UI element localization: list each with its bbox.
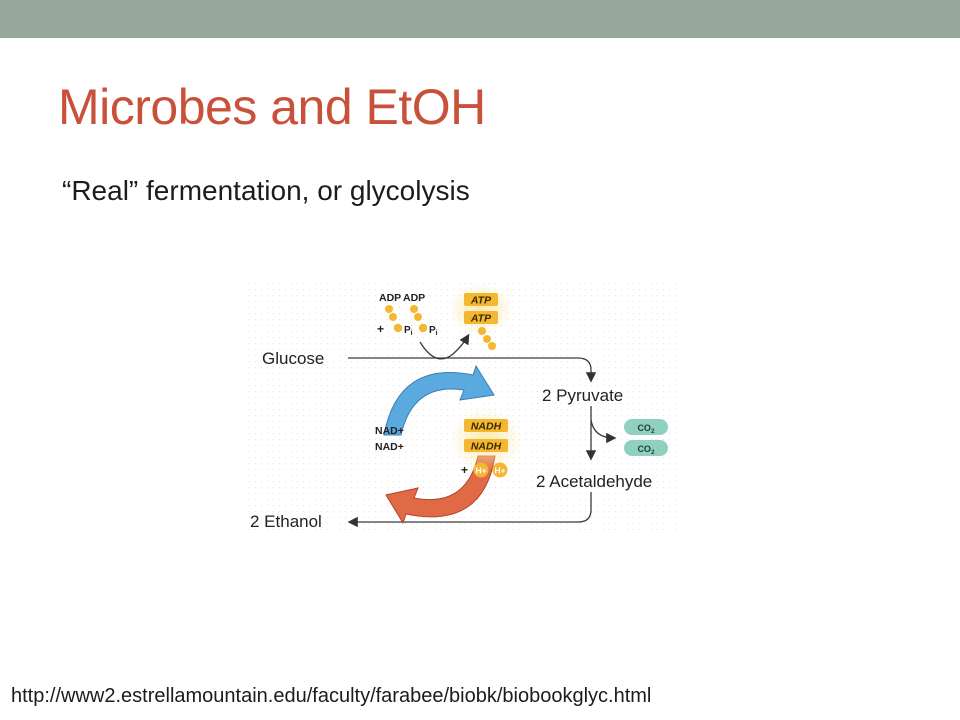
source-url[interactable]: http://www2.estrellamountain.edu/faculty… (11, 685, 652, 707)
nad-label-1: NAD+ (375, 425, 404, 437)
adp-phosphate-dots (385, 305, 428, 333)
plus-sign-pi: + (377, 322, 384, 336)
atp-label-2: ATP (470, 313, 492, 325)
co2-badges (624, 419, 668, 456)
atp-label-1: ATP (470, 295, 492, 307)
nadh-badges (464, 419, 508, 452)
atp-badges (464, 293, 498, 324)
pi-label-2: Pi (429, 325, 438, 337)
plus-sign-h: + (461, 463, 468, 477)
atp-phosphate-dots (478, 327, 496, 350)
glucose-label: Glucose (262, 349, 324, 368)
pi-label-1: Pi (404, 325, 413, 337)
top-accent-bar (0, 0, 960, 38)
adp-label-1: ADP (379, 292, 401, 304)
nad-label-2: NAD+ (375, 441, 404, 453)
proton-circles (473, 462, 508, 478)
co2-label-1: CO2 (637, 423, 655, 435)
slide-title: Microbes and EtOH (58, 79, 486, 135)
fermentation-diagram: Glucose 2 Pyruvate 2 Acetaldehyde 2 Etha… (248, 282, 680, 534)
acetaldehyde-label: 2 Acetaldehyde (536, 472, 652, 491)
pyruvate-label: 2 Pyruvate (542, 386, 623, 405)
proton-label-2: H+ (494, 466, 505, 476)
proton-label-1: H+ (475, 466, 486, 476)
orange-cycle-arrow (385, 455, 496, 525)
co2-label-2: CO2 (637, 444, 655, 456)
slide-subtitle: “Real” fermentation, or glycolysis (62, 175, 470, 206)
nadh-label-2: NADH (471, 441, 502, 453)
blue-cycle-arrow (383, 364, 495, 436)
ethanol-label: 2 Ethanol (250, 512, 322, 531)
adp-label-2: ADP (403, 292, 425, 304)
pathway-lines (347, 333, 617, 528)
nadh-label-1: NADH (471, 421, 502, 433)
